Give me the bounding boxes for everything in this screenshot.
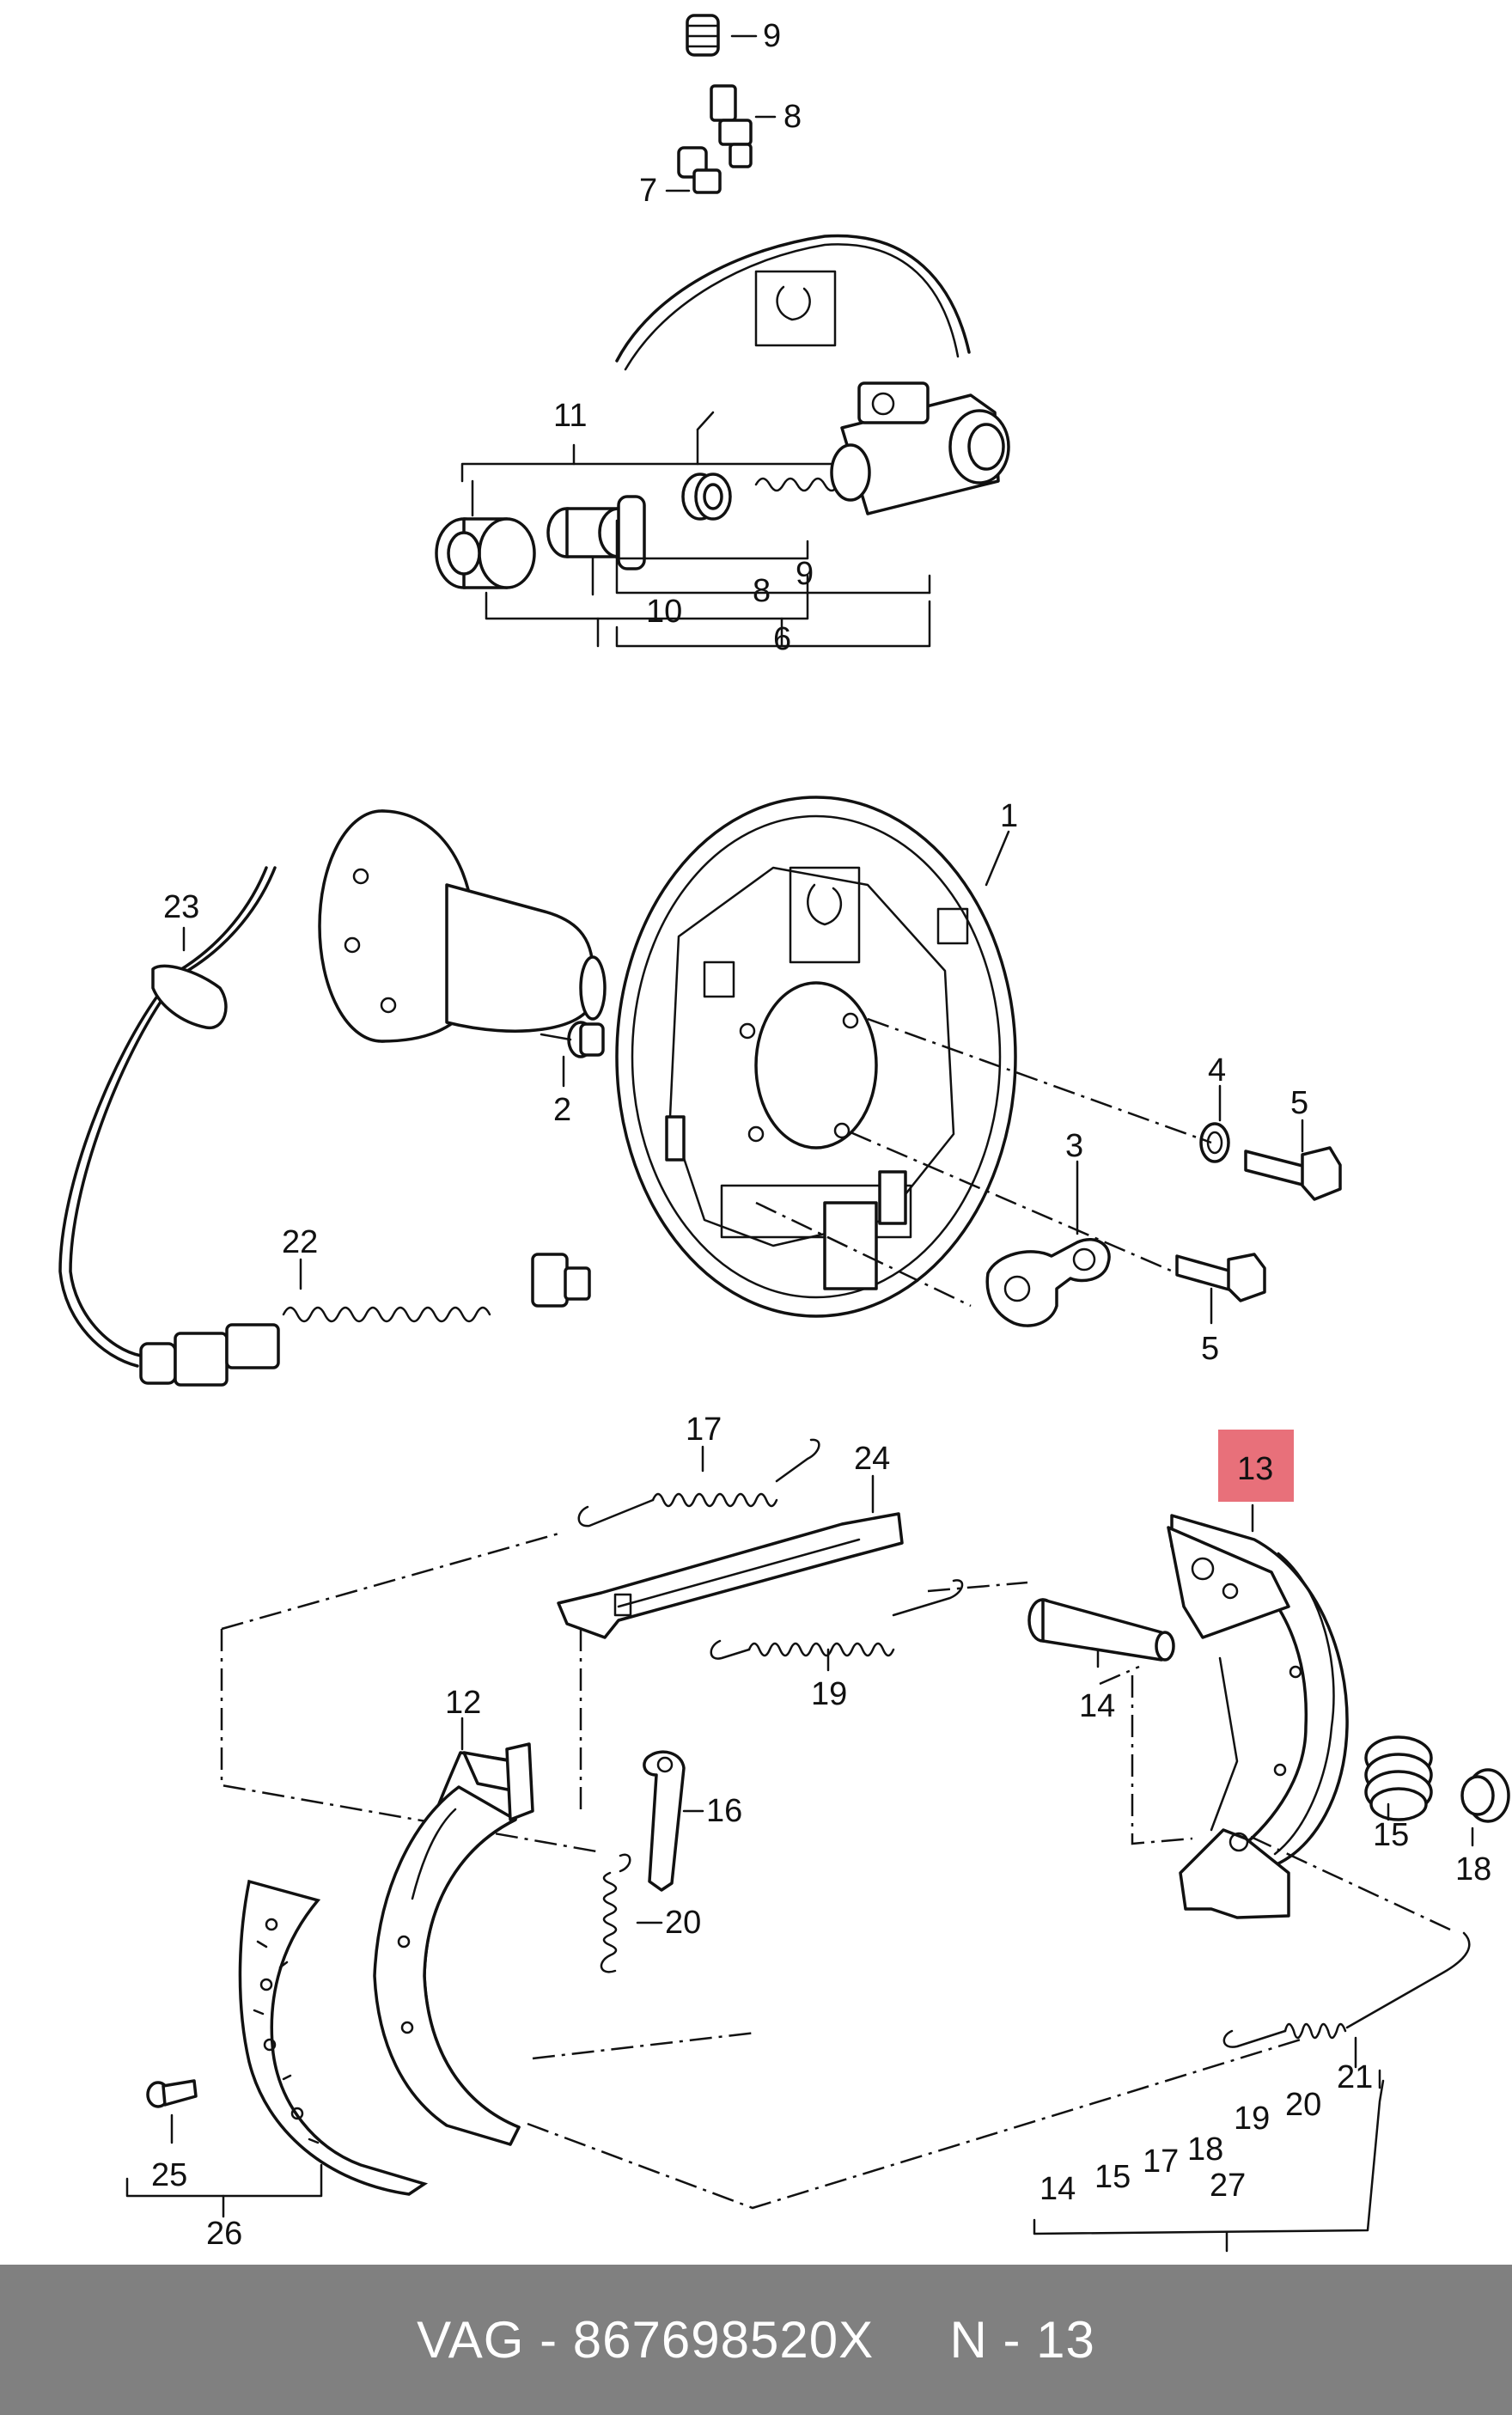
callout-27: 27 — [1210, 2168, 1246, 2204]
callout-2: 2 — [553, 1092, 571, 1128]
callout-3: 3 — [1065, 1128, 1083, 1164]
callout-13-highlighted: 13 — [1237, 1451, 1273, 1487]
footer-position-label: N - 13 — [949, 2311, 1095, 2369]
wheel-cylinder-body-icon — [830, 381, 1010, 515]
piston-icon — [546, 495, 646, 570]
callout-14-upper: 14 — [1079, 1688, 1115, 1724]
handbrake-cable-icon — [58, 866, 591, 1387]
lower-return-spring-icon — [710, 1579, 964, 1660]
callout-16: 16 — [706, 1793, 742, 1829]
callout-17-upper: 17 — [686, 1412, 722, 1448]
callout-1: 1 — [1000, 798, 1018, 834]
callout-21: 21 — [1337, 2059, 1373, 2095]
callout-11: 11 — [553, 398, 587, 434]
part-number-footer: VAG - 867698520X N - 13 — [0, 2265, 1512, 2415]
upper-return-spring-icon — [577, 1438, 820, 1528]
dust-boot-icon — [435, 517, 536, 589]
callout-4: 4 — [1208, 1052, 1226, 1089]
callout-18-upper: 18 — [1455, 1851, 1491, 1887]
bolt-icon — [677, 146, 722, 194]
cup-seal-icon — [681, 473, 732, 521]
spring-cup-icon — [1460, 1768, 1510, 1823]
hub-flange-icon — [318, 809, 607, 1043]
callout-14-group: 14 — [1040, 2171, 1076, 2207]
callout-6: 6 — [773, 621, 791, 657]
callout-19-group: 19 — [1234, 2101, 1270, 2137]
callout-15-group: 15 — [1094, 2159, 1131, 2195]
highlight-box-13 — [1218, 1430, 1294, 1502]
callout-12: 12 — [445, 1685, 481, 1721]
callout-8-top: 8 — [783, 99, 802, 135]
callout-7: 7 — [639, 173, 657, 209]
bleeder-valve-icon — [710, 84, 753, 168]
callout-19-upper: 19 — [811, 1676, 847, 1712]
callout-5-upper: 5 — [1290, 1085, 1308, 1121]
callout-18-group: 18 — [1187, 2131, 1223, 2168]
bleeder-cap-icon — [686, 14, 720, 57]
footer-brand: VAG — [417, 2311, 525, 2369]
callout-25: 25 — [151, 2157, 187, 2193]
callout-15-upper: 15 — [1373, 1817, 1409, 1853]
adjuster-strut-icon — [557, 1512, 904, 1639]
lever-spring-icon — [600, 1853, 631, 1973]
backing-plate-icon — [615, 796, 1017, 1318]
spring-washer-icon — [1199, 1122, 1230, 1163]
callout-5-lower: 5 — [1201, 1331, 1219, 1367]
hex-bolt-lower-icon — [1175, 1253, 1266, 1302]
footer-gap — [874, 2310, 949, 2369]
hold-down-spring-icon — [1364, 1735, 1433, 1821]
callout-22: 22 — [282, 1224, 318, 1260]
brake-lining-icon — [238, 1879, 429, 2196]
callout-20-group: 20 — [1285, 2087, 1321, 2123]
callout-17-group: 17 — [1143, 2144, 1179, 2180]
plug-icon — [540, 1021, 605, 1058]
callout-10: 10 — [646, 594, 682, 630]
callout-9-group: 9 — [796, 556, 814, 592]
adjuster-spring-icon — [1222, 1931, 1471, 2048]
callout-8-group: 8 — [753, 573, 771, 609]
rivet-icon — [146, 2079, 198, 2108]
hex-bolt-upper-icon — [1244, 1146, 1342, 1201]
callout-20-upper: 20 — [665, 1905, 701, 1941]
callout-26: 26 — [206, 2216, 242, 2252]
lock-plate-icon — [985, 1237, 1111, 1327]
brake-shoe-leading-icon — [373, 1742, 534, 2146]
shoe-pin-icon — [1027, 1598, 1175, 1662]
lever-icon — [643, 1750, 686, 1892]
brake-exploded-view: 9 8 7 11 10 8 9 6 1 23 2 4 5 3 5 22 17 2… — [58, 14, 1510, 2253]
footer-separator: - — [524, 2311, 573, 2369]
callout-9-top: 9 — [763, 18, 781, 54]
callout-23: 23 — [163, 889, 199, 925]
callout-24: 24 — [854, 1441, 890, 1477]
footer-part-number: 867698520X — [572, 2311, 875, 2369]
brake-shoe-trailing-icon — [1167, 1514, 1349, 1919]
